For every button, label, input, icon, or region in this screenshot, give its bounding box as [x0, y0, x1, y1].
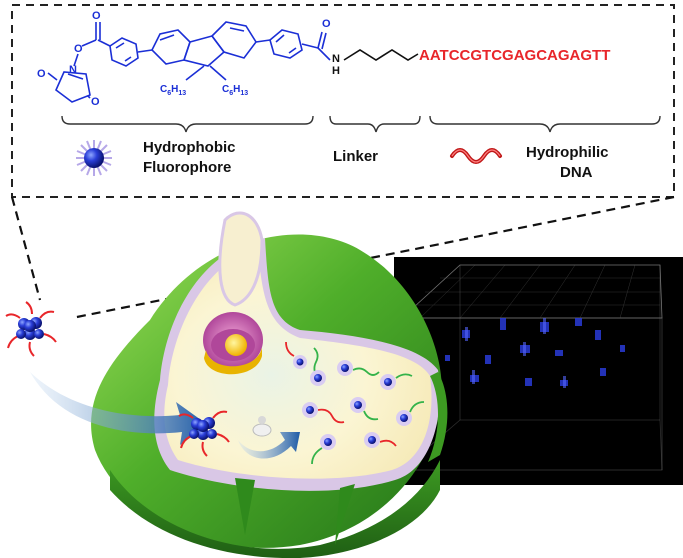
vacuole: [218, 211, 264, 307]
uptake-arrow: [30, 372, 208, 445]
linker-chain: [343, 49, 419, 61]
brace-linker: [329, 115, 421, 133]
connector-line-left: [10, 196, 42, 301]
legend-fluorophore-line1: Hydrophobic: [143, 139, 236, 156]
dna-helix-icon: [450, 148, 502, 164]
atom-o-left: O: [37, 68, 46, 80]
atom-h-amide: H: [332, 65, 340, 77]
legend-fluorophore-line2: Fluorophore: [143, 159, 231, 176]
legend-dna-line1: Hydrophilic: [526, 144, 609, 161]
vesicle: [252, 416, 272, 437]
cell-illustration: [91, 211, 448, 558]
probe-6: [396, 401, 425, 426]
probe-1: [310, 347, 326, 386]
atom-o-ester: O: [74, 43, 83, 55]
nucleus: [203, 312, 263, 375]
fluorene-five-ring: [182, 35, 226, 67]
succinimide-ring: [55, 71, 91, 103]
atom-o-amide: O: [322, 18, 331, 30]
probe-8: [364, 432, 397, 448]
brace-dna: [429, 115, 661, 133]
atom-n-imide: N: [69, 64, 77, 76]
probe-4: [302, 402, 345, 424]
benzene-ring-right: [269, 29, 303, 59]
probe-9: [285, 341, 307, 369]
probe-3: [380, 373, 413, 390]
atom-o-right: O: [91, 96, 100, 108]
nanoparticle-outside: [5, 301, 57, 357]
nanoparticle-inside: [178, 410, 230, 457]
brace-fluorophore: [61, 115, 314, 133]
probe-2: [337, 360, 380, 376]
fluorophore-icon: [76, 140, 112, 176]
molecule-structure: [55, 21, 331, 103]
substituent-left: C6H13: [160, 84, 186, 97]
benzene-ring-left: [109, 37, 139, 67]
legend-linker: Linker: [333, 148, 378, 165]
release-arrow: [238, 432, 300, 459]
dna-sequence: AATCCGTCGAGCAGAGTT: [419, 47, 610, 64]
legend-dna-line2: DNA: [560, 164, 593, 181]
substituent-right: C6H13: [222, 84, 248, 97]
molecule-dashed-box: [11, 4, 675, 198]
fluorene-ring-right: [210, 21, 257, 59]
atom-o-top: O: [92, 10, 101, 22]
probe-5: [350, 397, 379, 421]
released-probes: [285, 341, 425, 465]
atom-n-amide: N: [332, 53, 340, 65]
probe-7: [311, 434, 336, 465]
